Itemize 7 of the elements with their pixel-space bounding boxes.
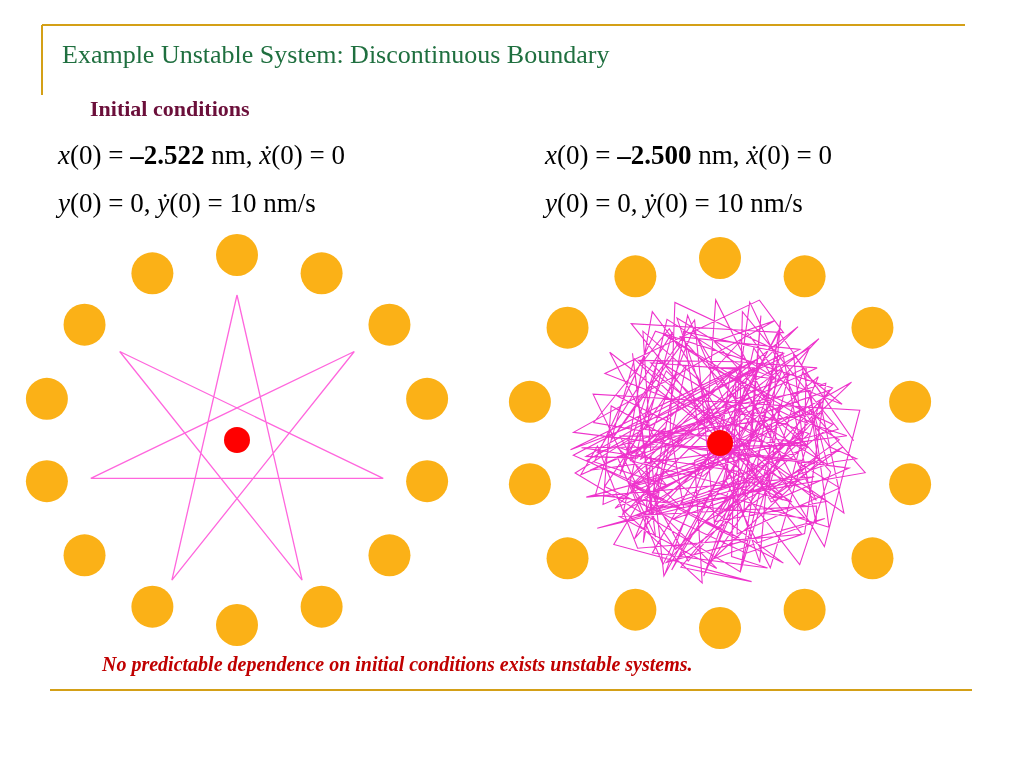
note-text: No predictable dependence on initial conditions exists unstable systems. bbox=[102, 653, 693, 676]
equation: y(0) = 0, ẏ(0) = 10 nm/s bbox=[58, 188, 316, 219]
equation: x(0) = –2.500 nm, ẋ(0) = 0 bbox=[545, 140, 832, 171]
equation: x(0) = –2.522 nm, ẋ(0) = 0 bbox=[58, 140, 345, 171]
slide-title: Example Unstable System: Discontinuous Boundary bbox=[62, 40, 610, 70]
equation: y(0) = 0, ẏ(0) = 10 nm/s bbox=[545, 188, 803, 219]
section-heading: Initial conditions bbox=[90, 96, 250, 122]
